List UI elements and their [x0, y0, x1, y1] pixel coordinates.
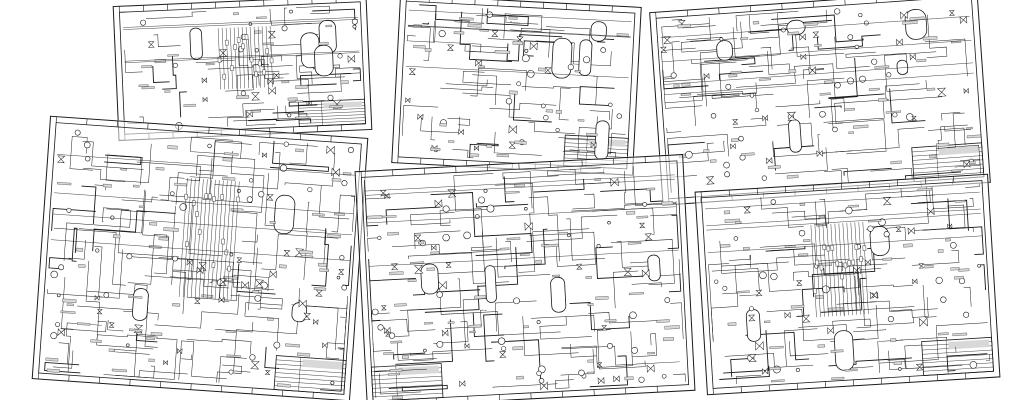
sheet-top-right-drawing: [649, 0, 991, 206]
sheet-center-drawing: [354, 154, 696, 400]
sheet-center: [353, 153, 697, 400]
sheet-mid-left: [31, 115, 369, 400]
sheet-top-center-drawing: [391, 0, 642, 176]
sheet-top-left-drawing: [112, 0, 373, 141]
sheet-top-right: [648, 0, 992, 207]
sheet-top-center: [390, 0, 643, 177]
sheet-bottom-right-drawing: [694, 173, 1001, 396]
sheet-bottom-right: [694, 173, 1001, 396]
sheet-top-left: [112, 0, 373, 142]
sheet-mid-left-drawing: [31, 115, 369, 400]
